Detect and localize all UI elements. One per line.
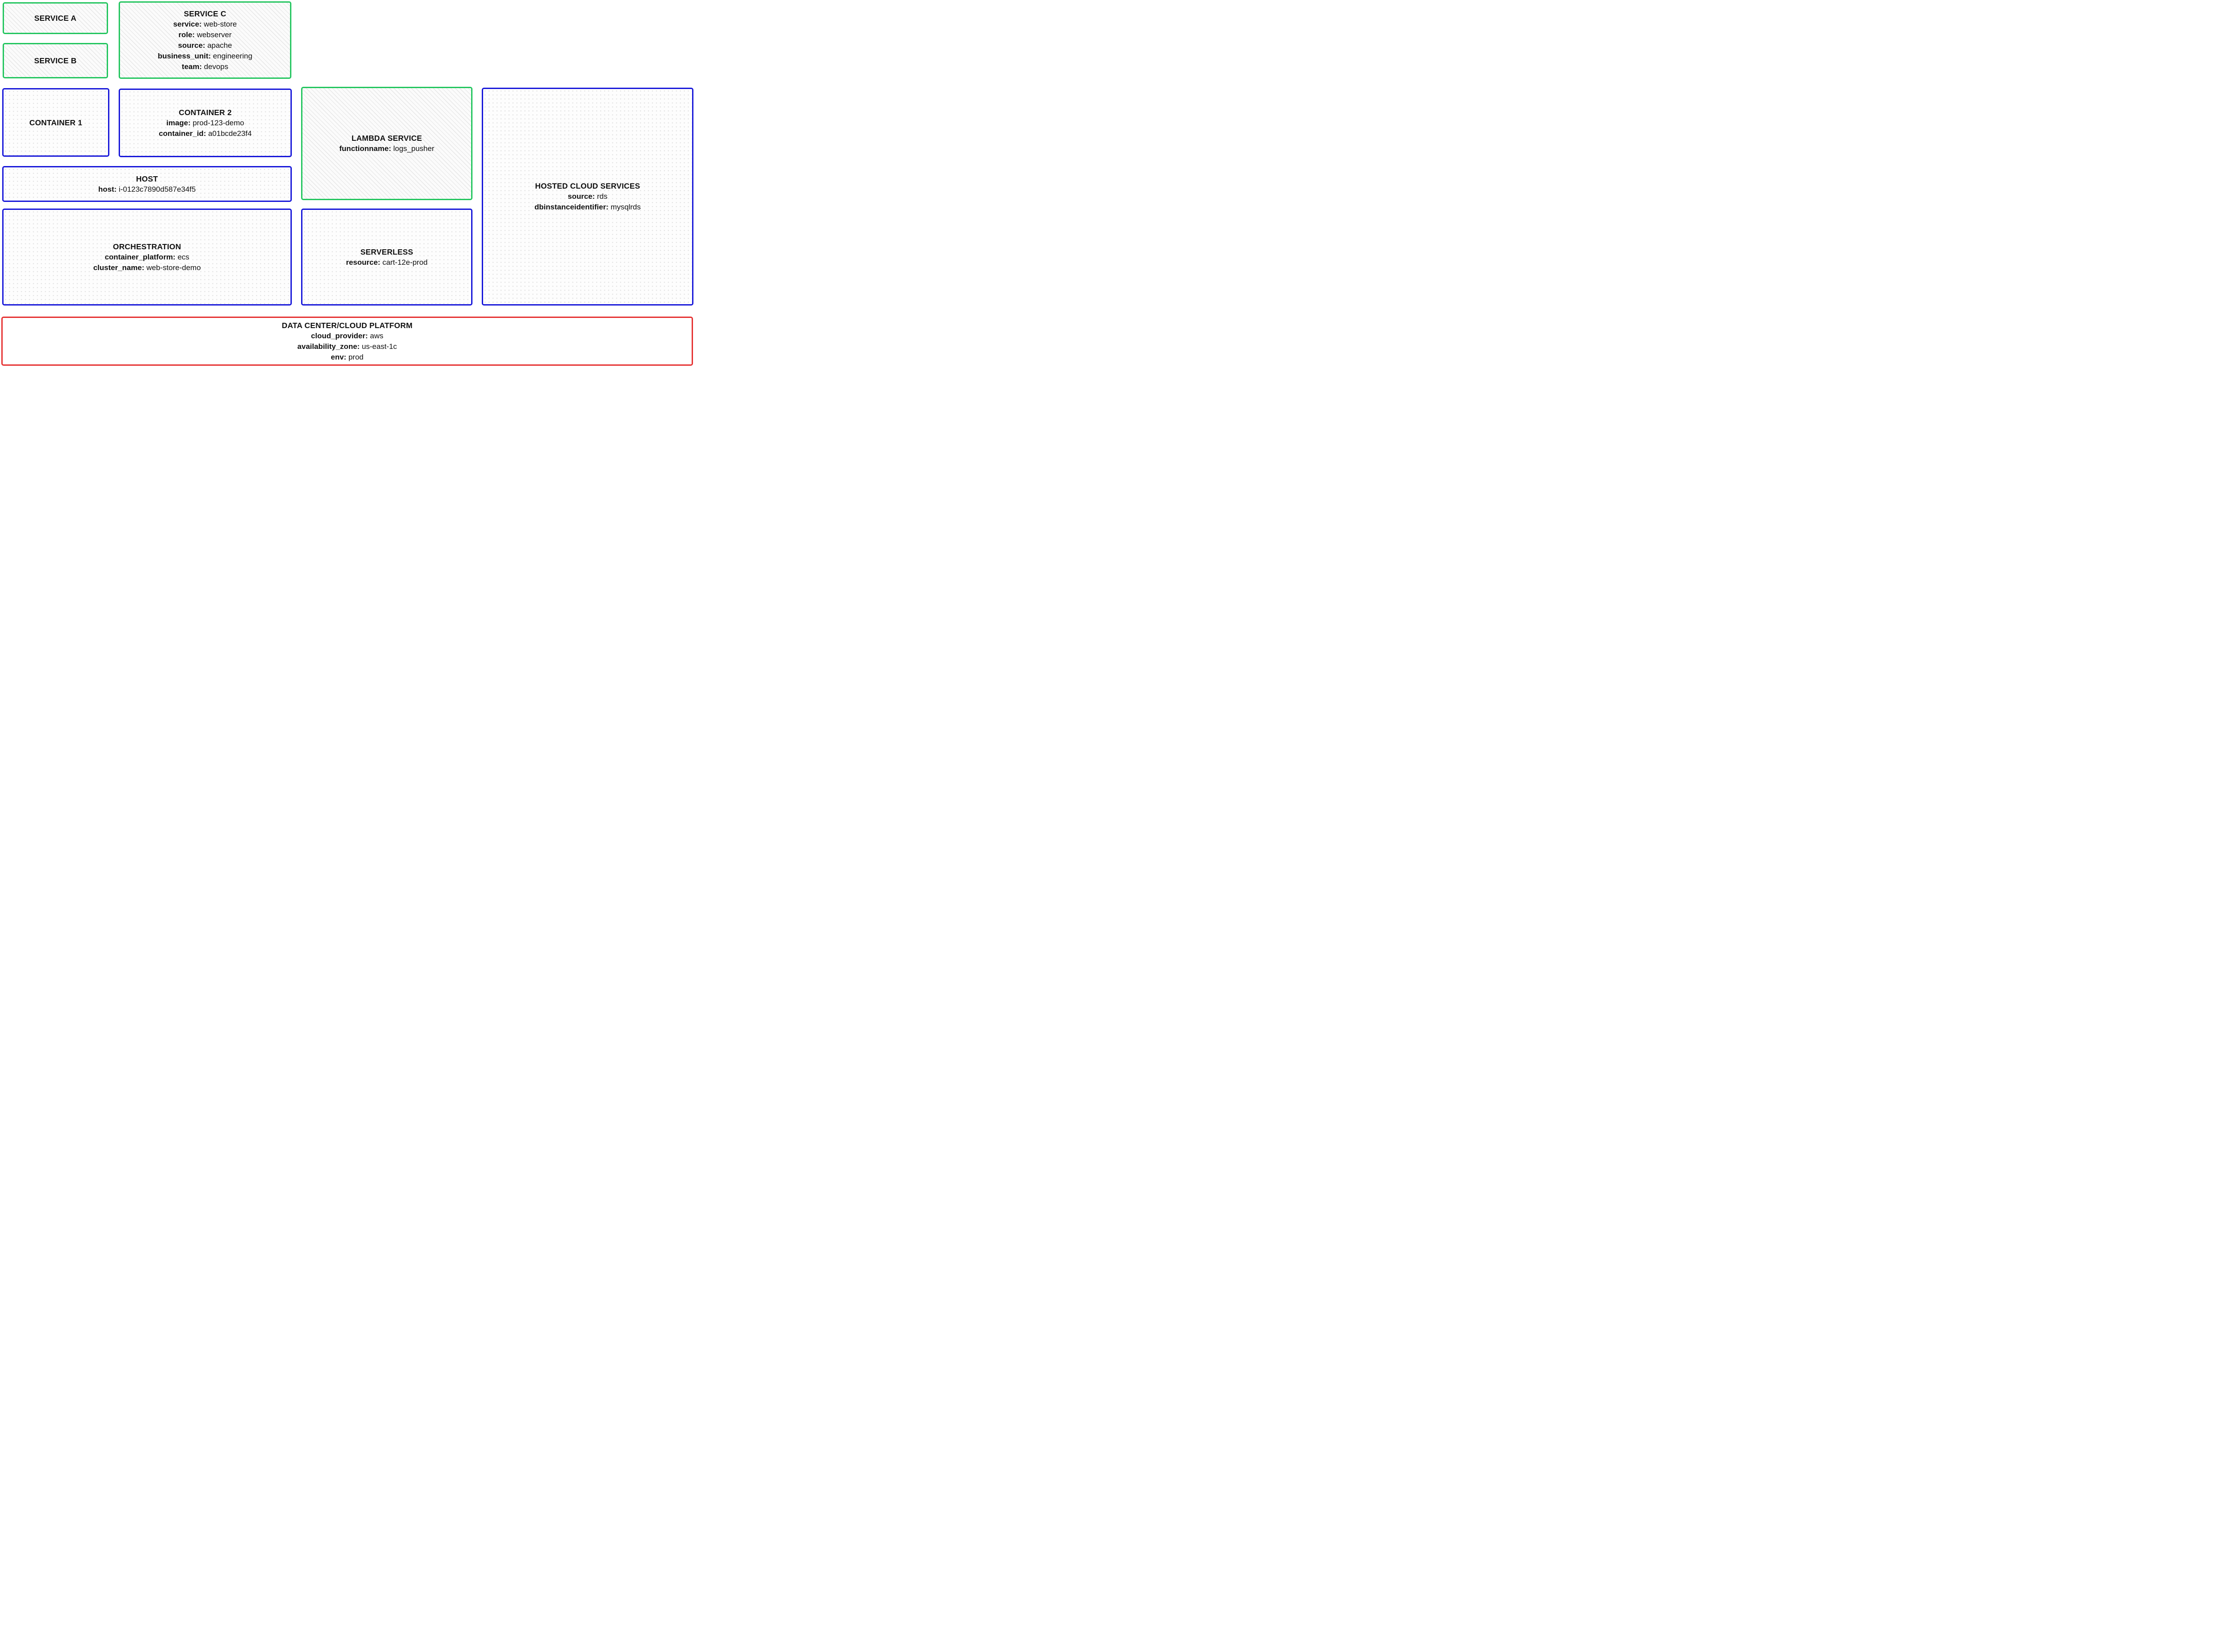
node-prop: dbinstanceidentifier: mysqlrds bbox=[534, 203, 641, 211]
node-prop: business_unit: engineering bbox=[158, 51, 252, 60]
node-data-center-cloud-platform: DATA CENTER/CLOUD PLATFORM cloud_provide… bbox=[1, 317, 693, 366]
node-title: LAMBDA SERVICE bbox=[351, 134, 422, 143]
node-title: DATA CENTER/CLOUD PLATFORM bbox=[282, 321, 413, 330]
node-container-1: CONTAINER 1 bbox=[2, 88, 109, 157]
node-prop: container_id: a01bcde23f4 bbox=[159, 129, 252, 138]
node-serverless: SERVERLESS resource: cart-12e-prod bbox=[301, 209, 472, 306]
node-service-a: SERVICE A bbox=[3, 2, 108, 34]
node-prop: env: prod bbox=[331, 352, 364, 361]
node-prop: container_platform: ecs bbox=[105, 252, 190, 261]
node-prop: host: i-0123c7890d587e34f5 bbox=[98, 185, 196, 193]
node-title: HOST bbox=[136, 174, 158, 183]
node-service-b: SERVICE B bbox=[3, 43, 108, 78]
node-host: HOST host: i-0123c7890d587e34f5 bbox=[2, 166, 292, 202]
node-prop: resource: cart-12e-prod bbox=[346, 258, 428, 267]
node-prop: team: devops bbox=[182, 62, 228, 71]
node-prop: cluster_name: web-store-demo bbox=[93, 263, 201, 272]
node-orchestration: ORCHESTRATION container_platform: ecs cl… bbox=[2, 209, 292, 306]
node-service-c: SERVICE C service: web-store role: webse… bbox=[119, 1, 291, 79]
node-title: SERVICE A bbox=[34, 14, 77, 23]
node-title: CONTAINER 2 bbox=[178, 108, 232, 117]
node-lambda-service: LAMBDA SERVICE functionname: logs_pusher bbox=[301, 87, 472, 200]
node-prop: source: apache bbox=[178, 41, 232, 50]
node-prop: functionname: logs_pusher bbox=[339, 144, 434, 153]
node-title: SERVERLESS bbox=[360, 247, 414, 256]
node-hosted-cloud-services: HOSTED CLOUD SERVICES source: rds dbinst… bbox=[482, 88, 693, 306]
node-prop: cloud_provider: aws bbox=[311, 331, 383, 340]
node-prop: image: prod-123-demo bbox=[166, 118, 244, 127]
node-title: CONTAINER 1 bbox=[29, 118, 82, 127]
node-title: HOSTED CLOUD SERVICES bbox=[535, 182, 640, 190]
node-prop: role: webserver bbox=[178, 30, 232, 39]
node-title: SERVICE C bbox=[184, 9, 226, 18]
node-prop: availability_zone: us-east-1c bbox=[297, 342, 397, 351]
node-title: ORCHESTRATION bbox=[113, 242, 181, 251]
node-container-2: CONTAINER 2 image: prod-123-demo contain… bbox=[119, 89, 292, 157]
node-title: SERVICE B bbox=[34, 56, 77, 65]
node-prop: service: web-store bbox=[173, 19, 237, 28]
diagram-canvas: SERVICE A SERVICE B SERVICE C service: w… bbox=[0, 0, 695, 368]
node-prop: source: rds bbox=[568, 192, 608, 201]
